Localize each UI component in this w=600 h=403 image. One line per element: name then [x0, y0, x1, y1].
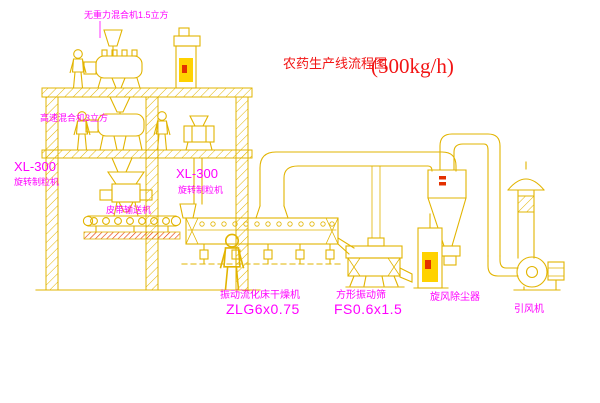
label-screen-name: 方形振动筛	[336, 288, 386, 301]
belt-conveyor	[82, 215, 182, 233]
label-screen-model: FS0.6x1.5	[334, 301, 402, 317]
label-top-mixer: 无重力混合机1.5立方	[84, 9, 169, 20]
second-floor-equipment	[73, 96, 215, 205]
roof-slab	[41, 87, 253, 98]
fan-and-stack	[487, 161, 565, 291]
exhaust-transition	[255, 205, 289, 219]
square-vibrating-screen	[345, 165, 413, 288]
bucket-elevator	[169, 27, 203, 89]
hopper-granulator	[111, 157, 133, 173]
dryer-nozzles	[199, 221, 335, 227]
granulator-xl300	[99, 171, 153, 217]
elevator-red-marker	[182, 65, 187, 73]
high-speed-mixer	[85, 113, 145, 151]
stack-collar	[517, 195, 535, 213]
dryer-body	[185, 217, 339, 245]
label-granulator-left-model: XL-300	[14, 159, 56, 174]
fan-inlet-outer	[487, 255, 519, 277]
granulator-level	[82, 157, 245, 291]
dryer-end-hatch	[185, 217, 339, 245]
label-dryer-name: 振动流化床干燥机	[220, 288, 300, 301]
gravity-free-mixer	[83, 49, 143, 89]
exhaust-duct-inner	[283, 165, 433, 207]
rain-cap	[507, 161, 545, 191]
cyclone-outlet-duct-outer	[439, 133, 501, 257]
column-left	[45, 96, 59, 291]
cyclone-outlet-duct-inner	[453, 143, 489, 257]
label-fan: 引风机	[514, 302, 544, 315]
control-cabinet	[413, 213, 449, 289]
cyclone-red-marker	[439, 176, 446, 180]
label-granulator-left-name: 旋转制粒机	[14, 176, 59, 187]
hopper-2f	[109, 96, 131, 115]
worker-roof	[69, 49, 87, 89]
feeder-machine-2f	[183, 115, 215, 151]
cabinet-red-marker	[425, 260, 431, 269]
cyclone-red-marker	[439, 182, 446, 186]
rotary-valve	[439, 245, 461, 257]
dryer-feed-inlet	[179, 203, 197, 219]
label-cyclone: 旋风除尘器	[430, 290, 480, 303]
fluid-bed-dryer	[179, 151, 457, 265]
fan-housing	[516, 256, 548, 288]
page-title-capacity: (500kg/h)	[371, 54, 454, 78]
label-granulator-mid-name: 旋转制粒机	[178, 184, 223, 195]
screen-riser-duct	[371, 165, 381, 239]
feed-hopper	[103, 29, 123, 57]
exhaust-duct-outer	[259, 151, 457, 207]
building-frame	[35, 87, 261, 291]
fan-base	[513, 279, 561, 291]
screen-outlet	[399, 267, 413, 283]
page-title: 农药生产线流程图	[283, 56, 387, 71]
label-belt-conveyor: 皮带输送机	[106, 204, 151, 215]
fan-inlet-inner	[499, 255, 519, 269]
label-highspeed-mixer: 高速混合机3立方	[40, 112, 108, 123]
label-granulator-mid-model: XL-300	[176, 166, 218, 181]
label-dryer-model: ZLG6x0.75	[226, 301, 300, 317]
mezzanine-platform	[83, 231, 181, 240]
cyclone-barrel	[427, 169, 467, 199]
drop-pipe	[193, 157, 203, 205]
screen-body	[347, 257, 401, 277]
dryer-springs	[199, 243, 335, 265]
roof-equipment	[69, 21, 203, 89]
fan-motor	[547, 261, 565, 281]
